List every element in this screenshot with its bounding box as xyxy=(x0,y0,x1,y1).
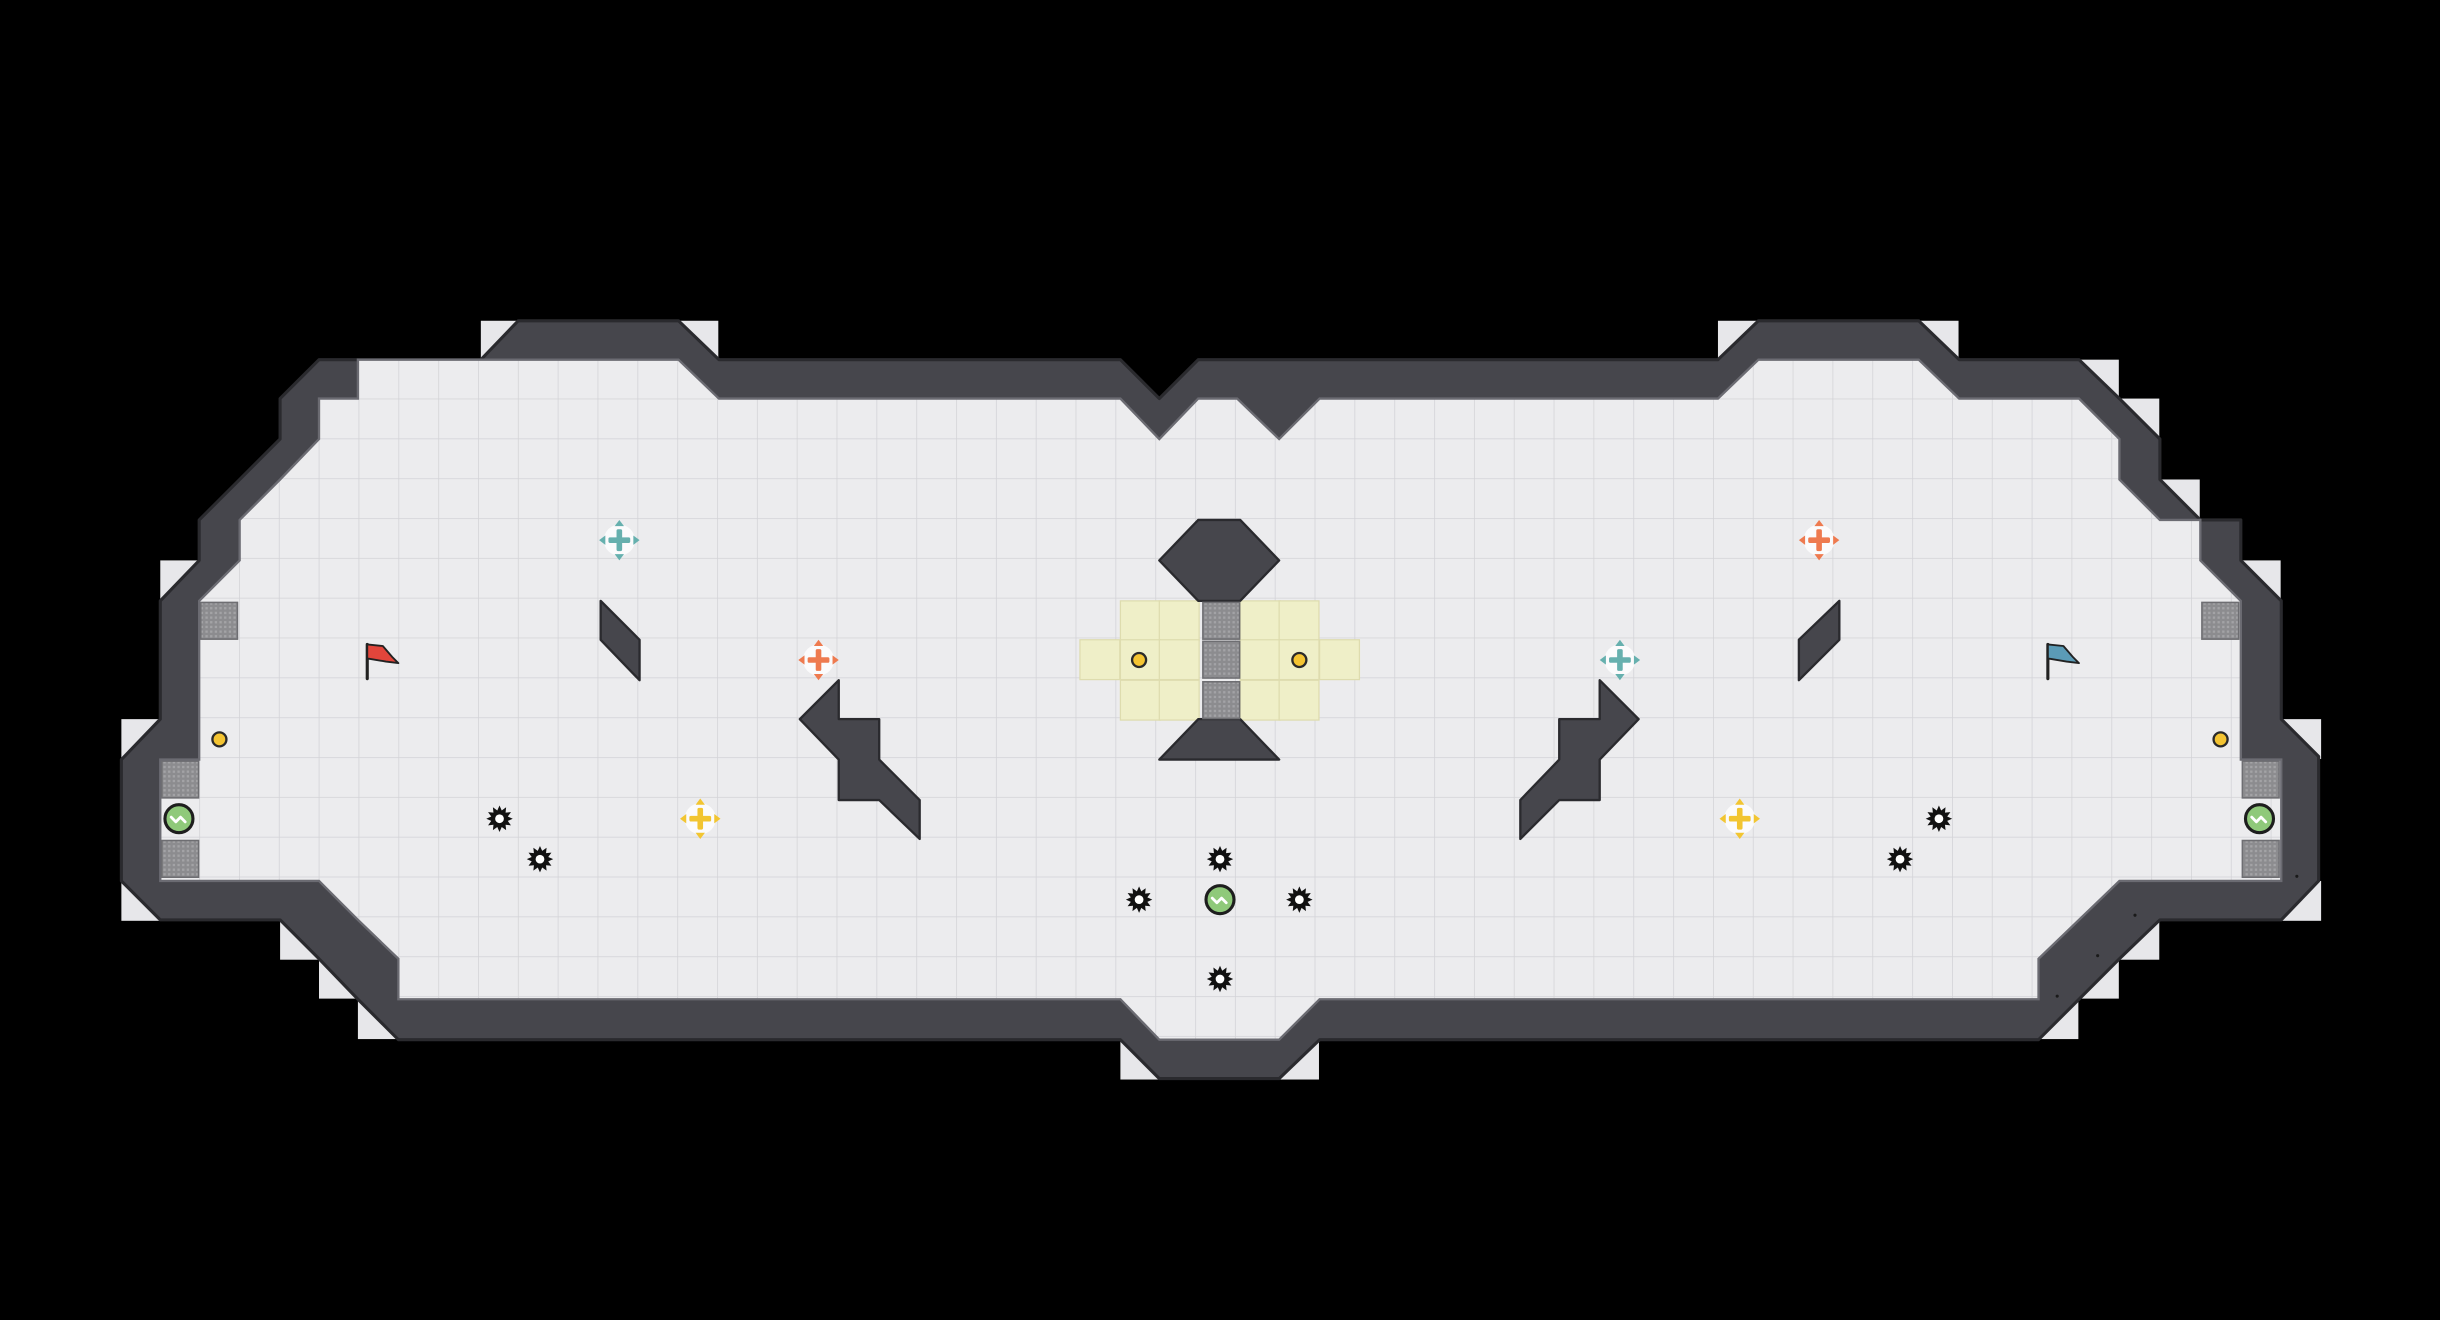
coin-icon[interactable] xyxy=(211,731,228,748)
highlight-cell xyxy=(1278,600,1320,642)
boost-cross-icon[interactable] xyxy=(680,798,721,839)
crate-block xyxy=(2201,601,2240,640)
portal-icon[interactable] xyxy=(1204,884,1236,916)
highlight-cell xyxy=(1119,679,1161,721)
highlight-cell xyxy=(1119,600,1161,642)
highlight-cell xyxy=(1158,639,1200,681)
crate-block xyxy=(1202,681,1241,720)
spike-mine-icon[interactable] xyxy=(1206,965,1234,993)
boost-cross-icon[interactable] xyxy=(798,639,839,681)
crate-block xyxy=(2241,839,2280,879)
inner-wall-block xyxy=(599,599,641,682)
coin-icon[interactable] xyxy=(1291,651,1308,669)
boost-cross-icon[interactable] xyxy=(1798,519,1840,561)
spike-mine-icon[interactable] xyxy=(1925,805,1953,832)
highlight-cell xyxy=(1158,600,1200,642)
inner-wall-block xyxy=(798,679,921,841)
boost-cross-icon[interactable] xyxy=(599,519,640,561)
highlight-cell xyxy=(1278,679,1320,721)
highlight-cell xyxy=(1079,639,1121,681)
coin-icon[interactable] xyxy=(1130,651,1148,669)
highlight-cell xyxy=(1158,679,1200,721)
wall-speck xyxy=(2055,994,2059,998)
portal-icon[interactable] xyxy=(163,803,195,835)
highlight-cell xyxy=(1239,600,1281,642)
highlight-cell xyxy=(1239,639,1281,681)
crate-block xyxy=(2241,760,2280,799)
portal-icon[interactable] xyxy=(2243,803,2276,835)
spike-mine-icon[interactable] xyxy=(1206,845,1234,873)
map-items xyxy=(163,519,2299,998)
coin-icon[interactable] xyxy=(2212,731,2229,748)
inner-wall-block xyxy=(1797,599,1841,682)
boost-cross-icon[interactable] xyxy=(1599,639,1641,681)
flag-icon[interactable] xyxy=(2046,642,2080,681)
flag-icon[interactable] xyxy=(365,642,400,681)
spike-mine-icon[interactable] xyxy=(526,845,554,873)
crate-blocks xyxy=(161,601,2280,879)
crate-block xyxy=(161,839,200,879)
spike-mine-icon[interactable] xyxy=(1286,886,1313,913)
spike-mine-icon[interactable] xyxy=(486,805,513,832)
highlight-cell xyxy=(1239,679,1281,721)
crate-block xyxy=(1202,640,1241,679)
inner-wall-block xyxy=(1158,518,1281,603)
spike-mine-icon[interactable] xyxy=(1886,845,1914,873)
wall-speck xyxy=(2133,913,2137,917)
wall-speck xyxy=(2096,954,2100,958)
crate-block xyxy=(1202,601,1241,640)
wall-speck xyxy=(2295,874,2299,878)
crate-block xyxy=(161,760,200,799)
spike-mine-icon[interactable] xyxy=(1125,886,1153,913)
inner-wall-block xyxy=(1519,679,1640,841)
crate-block xyxy=(199,601,239,640)
highlight-cell xyxy=(1318,639,1361,681)
boost-cross-icon[interactable] xyxy=(1719,798,1760,839)
